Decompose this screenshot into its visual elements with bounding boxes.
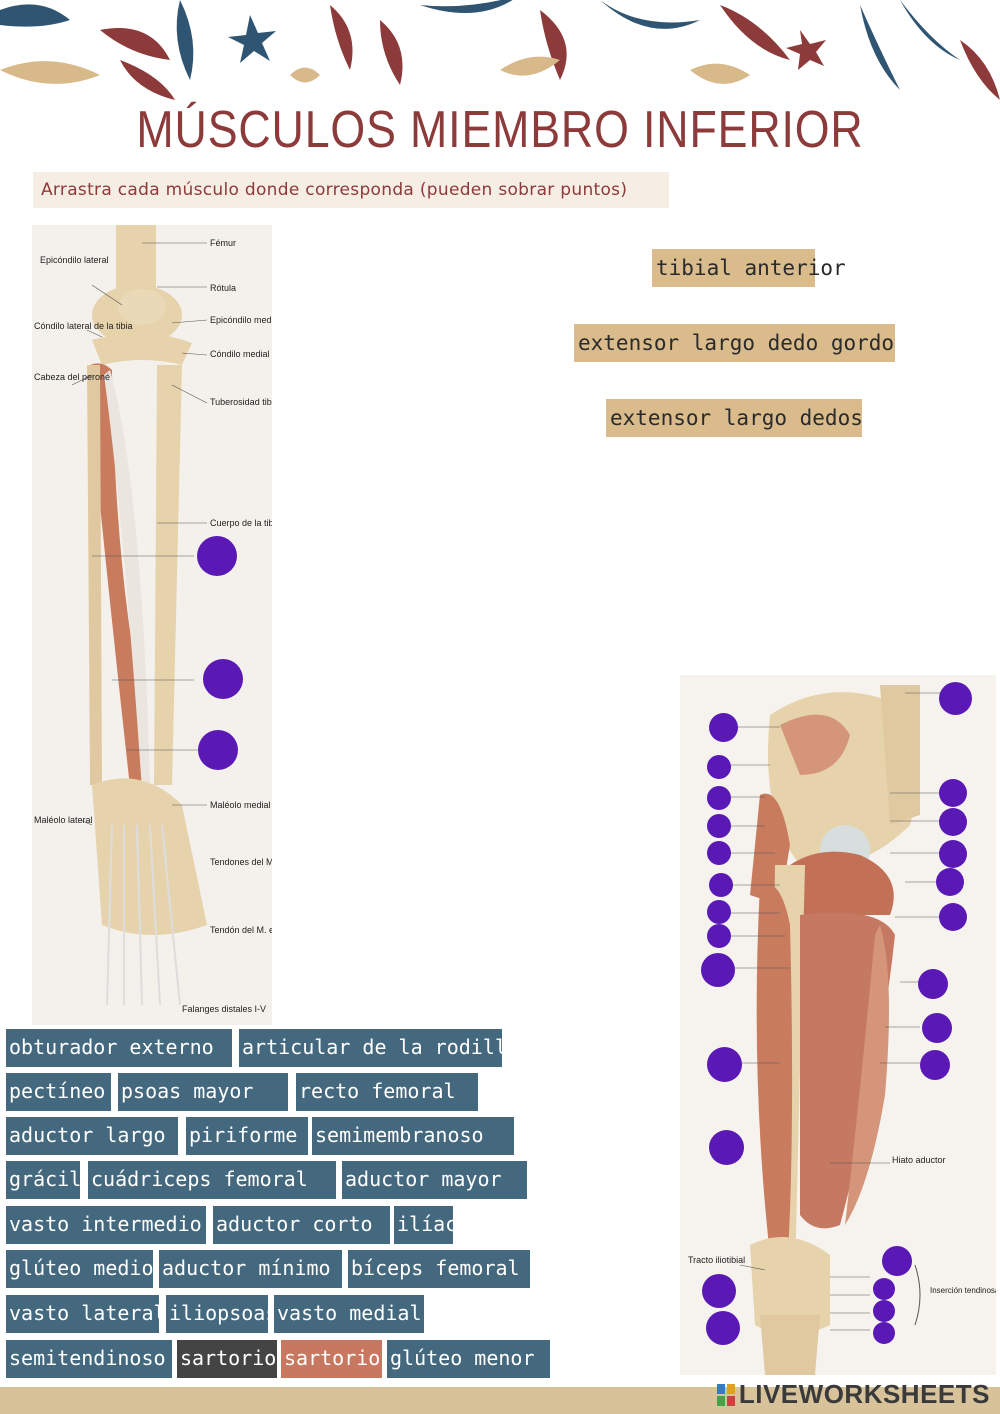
drop-target[interactable] bbox=[707, 755, 731, 779]
label-rotula: Rótula bbox=[210, 283, 236, 293]
drop-target[interactable] bbox=[707, 900, 731, 924]
label-femur: Fémur bbox=[210, 238, 236, 248]
drop-target[interactable] bbox=[197, 536, 237, 576]
word-chip[interactable]: vasto lateral bbox=[6, 1295, 159, 1333]
drop-target[interactable] bbox=[198, 730, 238, 770]
drop-target[interactable] bbox=[707, 924, 731, 948]
word-chip[interactable]: aductor largo bbox=[6, 1117, 178, 1155]
word-chip[interactable]: vasto intermedio bbox=[6, 1206, 206, 1244]
word-chip[interactable]: recto femoral bbox=[296, 1073, 478, 1111]
label-epicondilo-medial: Epicóndilo medial bbox=[210, 315, 272, 325]
drop-target[interactable] bbox=[709, 873, 733, 897]
word-chip[interactable]: aductor mayor bbox=[342, 1161, 527, 1199]
instructions: Arrastra cada músculo donde corresponda … bbox=[33, 172, 669, 208]
drop-target[interactable] bbox=[707, 1047, 742, 1082]
drop-target[interactable] bbox=[873, 1300, 895, 1322]
word-chip[interactable]: glúteo menor bbox=[387, 1340, 550, 1378]
word-chip[interactable]: sartorio bbox=[281, 1340, 382, 1378]
drop-target[interactable] bbox=[701, 953, 735, 987]
drop-target[interactable] bbox=[707, 786, 731, 810]
label-tracto-iliotibial: Tracto iliotibial bbox=[688, 1255, 745, 1265]
label-hiato-aductor: Hiato aductor bbox=[892, 1155, 946, 1165]
word-chip[interactable]: semimembranoso bbox=[312, 1117, 514, 1155]
word-chip[interactable]: piriforme bbox=[186, 1117, 308, 1155]
footer-bar bbox=[0, 1387, 1000, 1414]
drop-target[interactable] bbox=[922, 1013, 952, 1043]
page-title: MÚSCULOS MIEMBRO INFERIOR bbox=[136, 101, 864, 159]
drop-target[interactable] bbox=[920, 1050, 950, 1080]
word-chip[interactable]: cuádriceps femoral bbox=[88, 1161, 336, 1199]
lower-leg-figure: Fémur Epicóndilo lateral Rótula Epicóndi… bbox=[32, 225, 272, 1025]
brand-logo[interactable]: LIVEWORKSHEETS bbox=[716, 1379, 990, 1410]
label-condilo-lateral: Cóndilo lateral de la tibia bbox=[34, 321, 133, 331]
drop-target[interactable] bbox=[873, 1322, 895, 1344]
word-chip[interactable]: articular de la rodilla bbox=[239, 1029, 502, 1067]
brand-text: LIVEWORKSHEETS bbox=[738, 1379, 990, 1409]
drop-target[interactable] bbox=[939, 840, 967, 868]
label-tuberosidad: Tuberosidad tibial bbox=[210, 397, 272, 407]
drop-target[interactable] bbox=[939, 903, 967, 931]
label-cabeza-perone: Cabeza del peroné bbox=[34, 372, 110, 382]
drop-target[interactable] bbox=[706, 1311, 740, 1345]
drop-target[interactable] bbox=[709, 1130, 744, 1165]
word-chip[interactable]: sartorio bbox=[177, 1340, 277, 1378]
label-condilo-medial: Cóndilo medial de la tibia bbox=[210, 349, 272, 359]
label-tendones-extensor: Tendones del M. extensor largo de los de… bbox=[210, 857, 272, 867]
drop-target[interactable] bbox=[709, 713, 738, 742]
leaf-banner bbox=[0, 0, 1000, 100]
placed-label-extensor-largo-dedo-gordo[interactable]: extensor largo dedo gordo bbox=[574, 324, 895, 362]
word-chip[interactable]: bíceps femoral bbox=[348, 1250, 530, 1288]
liveworksheets-icon bbox=[716, 1382, 735, 1406]
drop-target[interactable] bbox=[873, 1278, 895, 1300]
label-tendon-dedo-gordo: Tendón del M. extensor largo del dedo go… bbox=[210, 925, 272, 935]
drop-target[interactable] bbox=[939, 682, 972, 715]
placed-label-tibial-anterior[interactable]: tibial anterior bbox=[652, 249, 846, 287]
label-epicondilo-lateral: Epicóndilo lateral bbox=[40, 255, 109, 265]
word-chip[interactable]: psoas mayor bbox=[118, 1073, 288, 1111]
drop-target[interactable] bbox=[707, 814, 731, 838]
label-falanges: Falanges distales I-V bbox=[182, 1004, 266, 1014]
word-chip[interactable]: aductor corto bbox=[213, 1206, 390, 1244]
word-chip[interactable]: pectíneo bbox=[6, 1073, 111, 1111]
drop-target[interactable] bbox=[702, 1274, 736, 1308]
label-maleolo-medial: Maléolo medial bbox=[210, 800, 271, 810]
label-insercion-tendinosa: Inserción tendinosa común (pata de ganso… bbox=[930, 1286, 996, 1295]
label-maleolo-lateral: Maléolo lateral bbox=[34, 815, 93, 825]
drop-target[interactable] bbox=[918, 969, 948, 999]
word-chip[interactable]: vasto medial bbox=[274, 1295, 424, 1333]
drop-target[interactable] bbox=[203, 659, 243, 699]
word-chip[interactable]: iliopsoas bbox=[166, 1295, 268, 1333]
word-chip[interactable]: glúteo medio bbox=[6, 1250, 153, 1288]
word-chip[interactable]: aductor mínimo bbox=[159, 1250, 342, 1288]
placed-label-extensor-largo-dedos[interactable]: extensor largo dedos bbox=[606, 399, 863, 437]
drop-target[interactable] bbox=[939, 779, 967, 807]
drop-target[interactable] bbox=[882, 1246, 912, 1276]
word-chip[interactable]: grácil bbox=[6, 1161, 80, 1199]
drop-target[interactable] bbox=[936, 868, 964, 896]
word-chip[interactable]: obturador externo bbox=[6, 1029, 232, 1067]
drop-target[interactable] bbox=[939, 808, 967, 836]
drop-target[interactable] bbox=[707, 841, 731, 865]
word-chip[interactable]: ilíaco bbox=[394, 1206, 453, 1244]
word-chip[interactable]: semitendinoso bbox=[6, 1340, 172, 1378]
label-cuerpo-tibia: Cuerpo de la tibia bbox=[210, 518, 272, 528]
